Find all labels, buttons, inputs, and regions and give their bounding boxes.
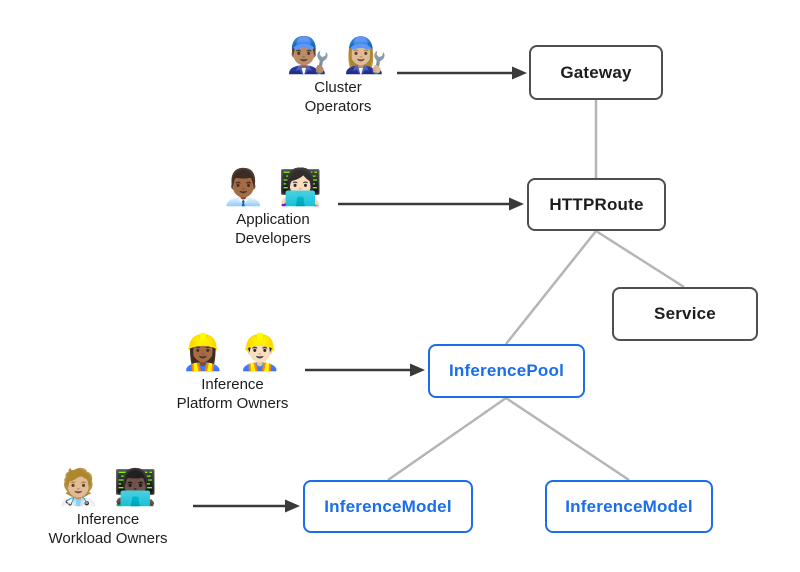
construction-workers-emoji: 👷🏾‍♀️ 👷🏻‍♂️ [181,333,284,372]
node-inferencemodel-left-label: InferenceModel [324,496,452,516]
persona-label-line1: Application [236,211,310,228]
edge-httproute-inferencepool [505,230,597,345]
persona-label-line2: Platform Owners [176,395,289,412]
persona-label-line2: Operators [304,98,372,115]
persona-inference-platform-owners: 👷🏾‍♀️ 👷🏻‍♂️ Inference Platform Owners [135,331,330,413]
node-inferencemodel-right: InferenceModel [545,480,713,533]
office-worker-and-technologist-emoji: 👨🏾‍💼 👩🏻‍💻 [221,168,325,207]
arrow-platform-owners-to-inferencepool [305,363,425,377]
node-inferencepool: InferencePool [428,344,585,398]
persona-cluster-operators: 👨🏽‍🔧 👩🏼‍🔧 Cluster Operators [246,34,430,116]
node-service-label: Service [654,304,716,323]
edge-httproute-service [595,229,685,289]
node-inferencepool-label: InferencePool [448,361,565,380]
arrow-cluster-operators-to-gateway [397,66,527,80]
mechanics-emoji: 👨🏽‍🔧 👩🏼‍🔧 [286,36,390,75]
node-service: Service [612,287,758,341]
persona-label-line2: Developers [235,230,311,247]
persona-label: Inference Workload Owners [16,510,200,548]
edge-inferencepool-inferencemodel-right [505,396,630,482]
persona-label-line1: Inference [201,376,264,393]
persona-label: Inference Platform Owners [135,375,330,413]
node-httproute: HTTPRoute [527,178,666,231]
persona-label: Application Developers [181,210,365,248]
persona-inference-workload-owners: 🧑🏼‍⚕️ 👨🏿‍💻 Inference Workload Owners [16,466,200,548]
arrow-workload-owners-to-inferencemodel [193,499,300,513]
persona-label-line1: Inference [76,511,140,528]
persona-label: Cluster Operators [246,78,430,116]
edge-inferencepool-inferencemodel-left [387,396,507,482]
persona-label-line2: Workload Owners [48,530,168,547]
node-httproute-label: HTTPRoute [549,194,644,214]
arrow-application-developers-to-httproute [338,197,524,211]
health-worker-and-technologist-emoji: 🧑🏼‍⚕️ 👨🏿‍💻 [56,468,160,507]
node-inferencemodel-left: InferenceModel [303,480,473,533]
node-inferencemodel-right-label: InferenceModel [565,496,693,516]
persona-label-line1: Cluster [314,79,362,96]
node-gateway: Gateway [529,45,663,100]
node-gateway-label: Gateway [560,62,632,82]
persona-application-developers: 👨🏾‍💼 👩🏻‍💻 Application Developers [181,166,365,248]
